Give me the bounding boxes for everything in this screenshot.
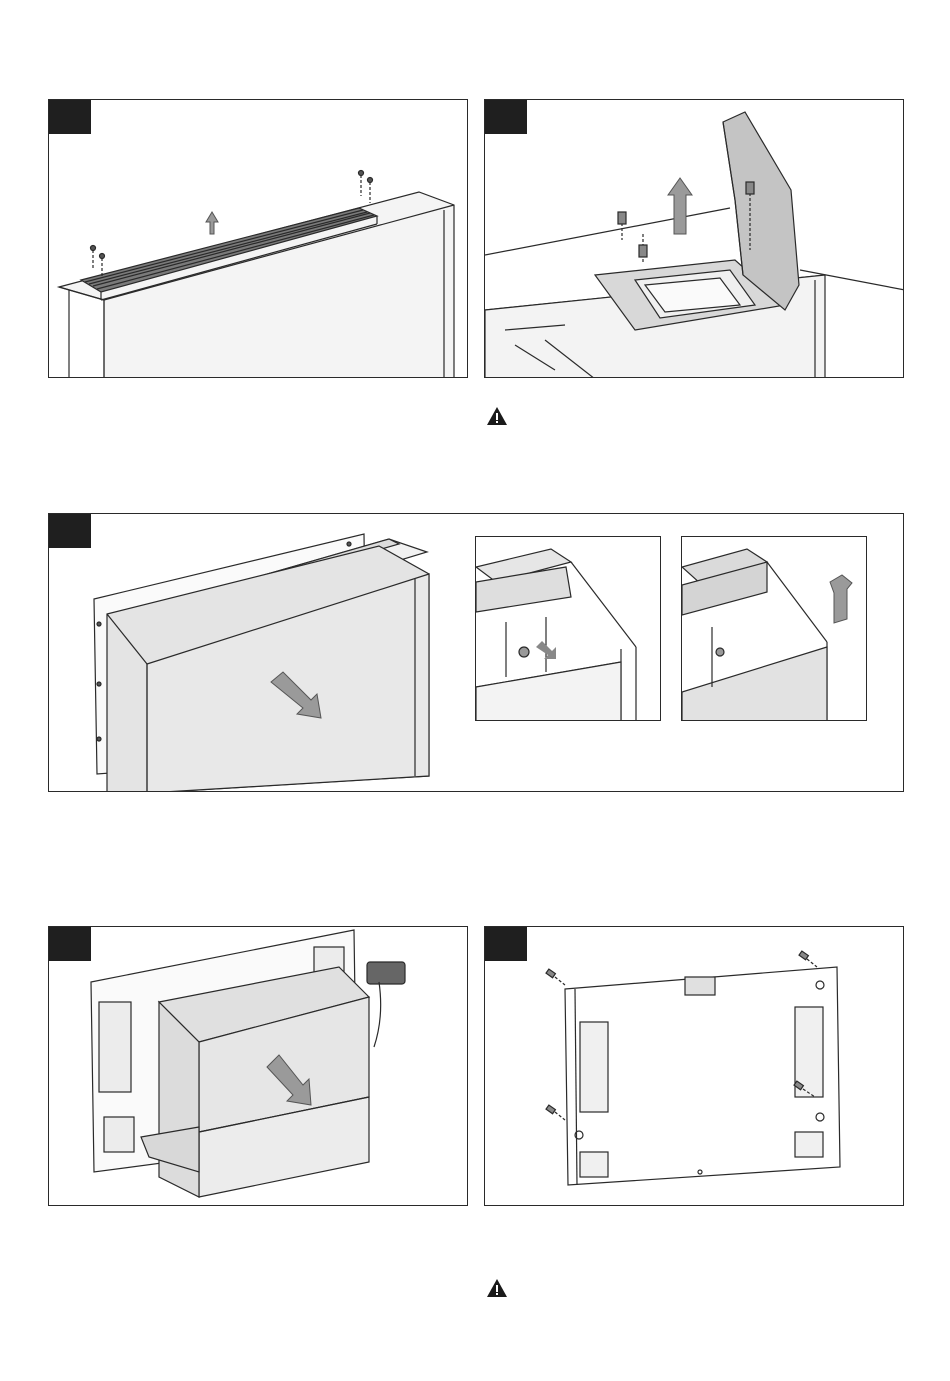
step-3-panel bbox=[48, 513, 904, 792]
step-1-panel bbox=[48, 99, 468, 378]
cover-lift-detail-illustration bbox=[682, 537, 867, 721]
step-5-panel bbox=[484, 926, 904, 1206]
front-panel-removal-illustration bbox=[49, 514, 469, 792]
step-2-panel bbox=[484, 99, 904, 378]
step-4-panel bbox=[48, 926, 468, 1206]
latch-detail-illustration bbox=[476, 537, 661, 721]
warning-triangle-icon bbox=[486, 406, 508, 426]
cover-screws-illustration bbox=[485, 100, 904, 378]
warning-triangle-icon bbox=[486, 1278, 508, 1298]
detail-inset-left bbox=[475, 536, 661, 721]
detail-inset-right bbox=[681, 536, 867, 721]
wall-plate-illustration bbox=[485, 927, 904, 1206]
grille-removal-illustration bbox=[49, 100, 468, 378]
unit-removal-illustration bbox=[49, 927, 468, 1206]
